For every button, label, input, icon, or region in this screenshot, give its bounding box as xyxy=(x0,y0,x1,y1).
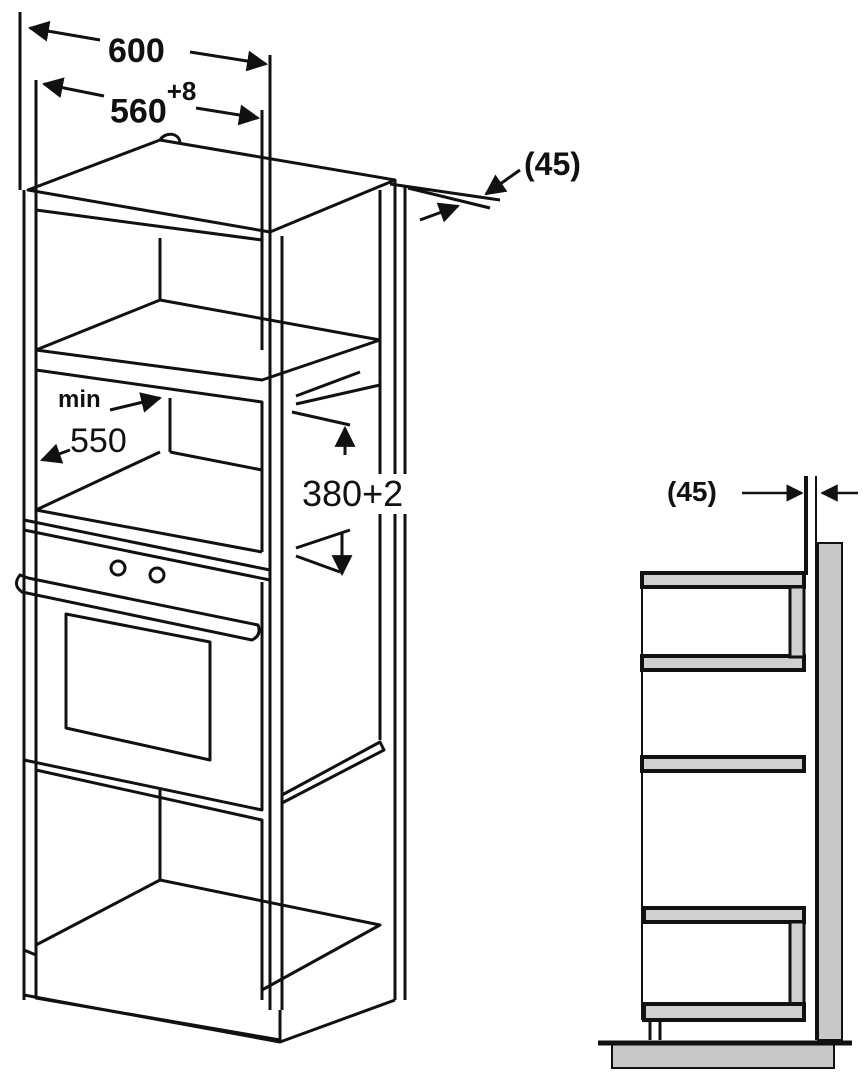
niche-dimension-arrows xyxy=(40,392,356,577)
inner-width-value: 560 xyxy=(110,92,167,131)
min-depth-label: 550 xyxy=(70,422,127,460)
rear-gap-top-label: (45) xyxy=(524,146,581,182)
rear-gap-top-indicator xyxy=(389,168,521,223)
cabinet-perspective xyxy=(15,132,407,1044)
side-section-view xyxy=(598,476,858,1069)
min-label: min xyxy=(58,386,101,413)
niche-height-label: 380+2 xyxy=(298,474,408,514)
inner-width-tolerance: +8 xyxy=(166,76,197,106)
width-dimension-lines xyxy=(18,12,272,240)
rear-gap-side-label: (45) xyxy=(667,476,717,507)
outer-width-label: 600 xyxy=(108,32,165,70)
inner-width-label: 560+8 xyxy=(110,78,197,131)
